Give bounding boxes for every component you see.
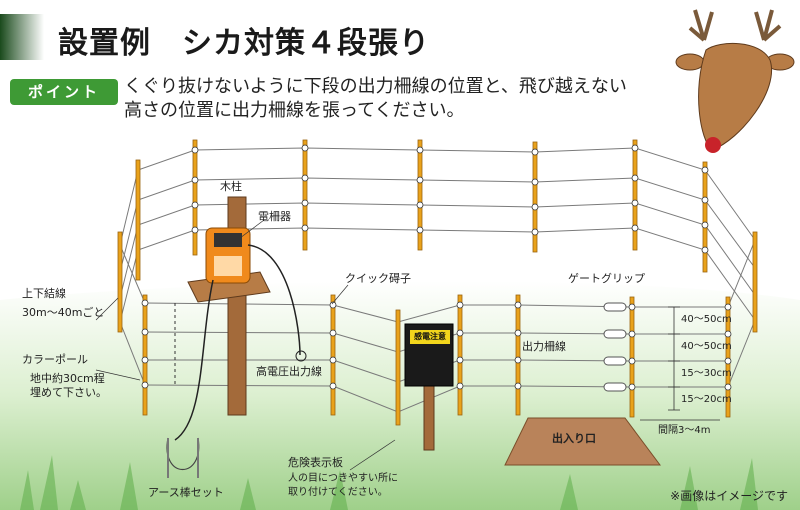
gate-width-label: 間隔3～4m: [658, 425, 711, 436]
danger-note-1: 人の目につきやすい所に: [288, 473, 398, 484]
entrance-pad: [504, 417, 661, 466]
point-text: くぐり抜けないように下段の出力柵線の位置と、飛び越えない 高さの位置に出力柵線を…: [124, 75, 627, 123]
image-note: ※画像はイメージです: [670, 489, 788, 503]
binding-label: 上下結線: [22, 287, 66, 300]
bury-label-2: 埋めて下さい。: [30, 386, 107, 399]
height-2-label: 40～50cm: [681, 341, 732, 352]
point-badge: ポイント: [10, 79, 118, 105]
point-line-1: くぐり抜けないように下段の出力柵線の位置と、飛び越えない: [124, 76, 627, 97]
binding-interval-label: 30m～40mごと: [22, 306, 105, 319]
height-1-label: 40～50cm: [681, 314, 732, 325]
danger-sign-label: 危険表示板: [288, 456, 343, 469]
gate-grip-label: ゲートグリップ: [568, 272, 645, 285]
dimension-lines: [640, 306, 720, 421]
sign-post: [423, 384, 435, 451]
color-poles: [117, 139, 758, 426]
title-decor: [0, 14, 44, 60]
leader-lines: [95, 219, 396, 471]
energizer-device: [205, 227, 251, 284]
hv-wire-label: 高電圧出力線: [256, 365, 322, 378]
hv-coil: [295, 350, 307, 362]
energizer-label: 電柵器: [258, 210, 291, 223]
danger-note-2: 取り付けてください。: [288, 487, 388, 498]
point-line-2: 高さの位置に出力柵線を張ってください。: [124, 100, 465, 121]
gate-grips: [603, 302, 627, 392]
color-pole-label: カラーポール: [22, 353, 88, 366]
earth-cable: [174, 279, 214, 441]
warning-board: 感電注意: [410, 330, 450, 344]
grass: [20, 455, 758, 510]
height-4-label: 15～20cm: [681, 394, 732, 405]
hv-cable: [247, 244, 301, 356]
entrance-label: 出入り口: [552, 432, 596, 445]
quick-insulator-label: クイック碍子: [345, 272, 411, 285]
deer-icon: [675, 9, 795, 153]
earth-rod-label: アース棒セット: [148, 486, 224, 499]
bury-label-1: 地中約30cm程: [30, 372, 105, 385]
page-title: 設置例 シカ対策４段張り: [58, 26, 430, 61]
height-3-label: 15～30cm: [681, 368, 732, 379]
post-label: 木柱: [220, 180, 242, 193]
output-wire-label: 出力柵線: [522, 340, 566, 353]
insulators: [141, 144, 732, 391]
